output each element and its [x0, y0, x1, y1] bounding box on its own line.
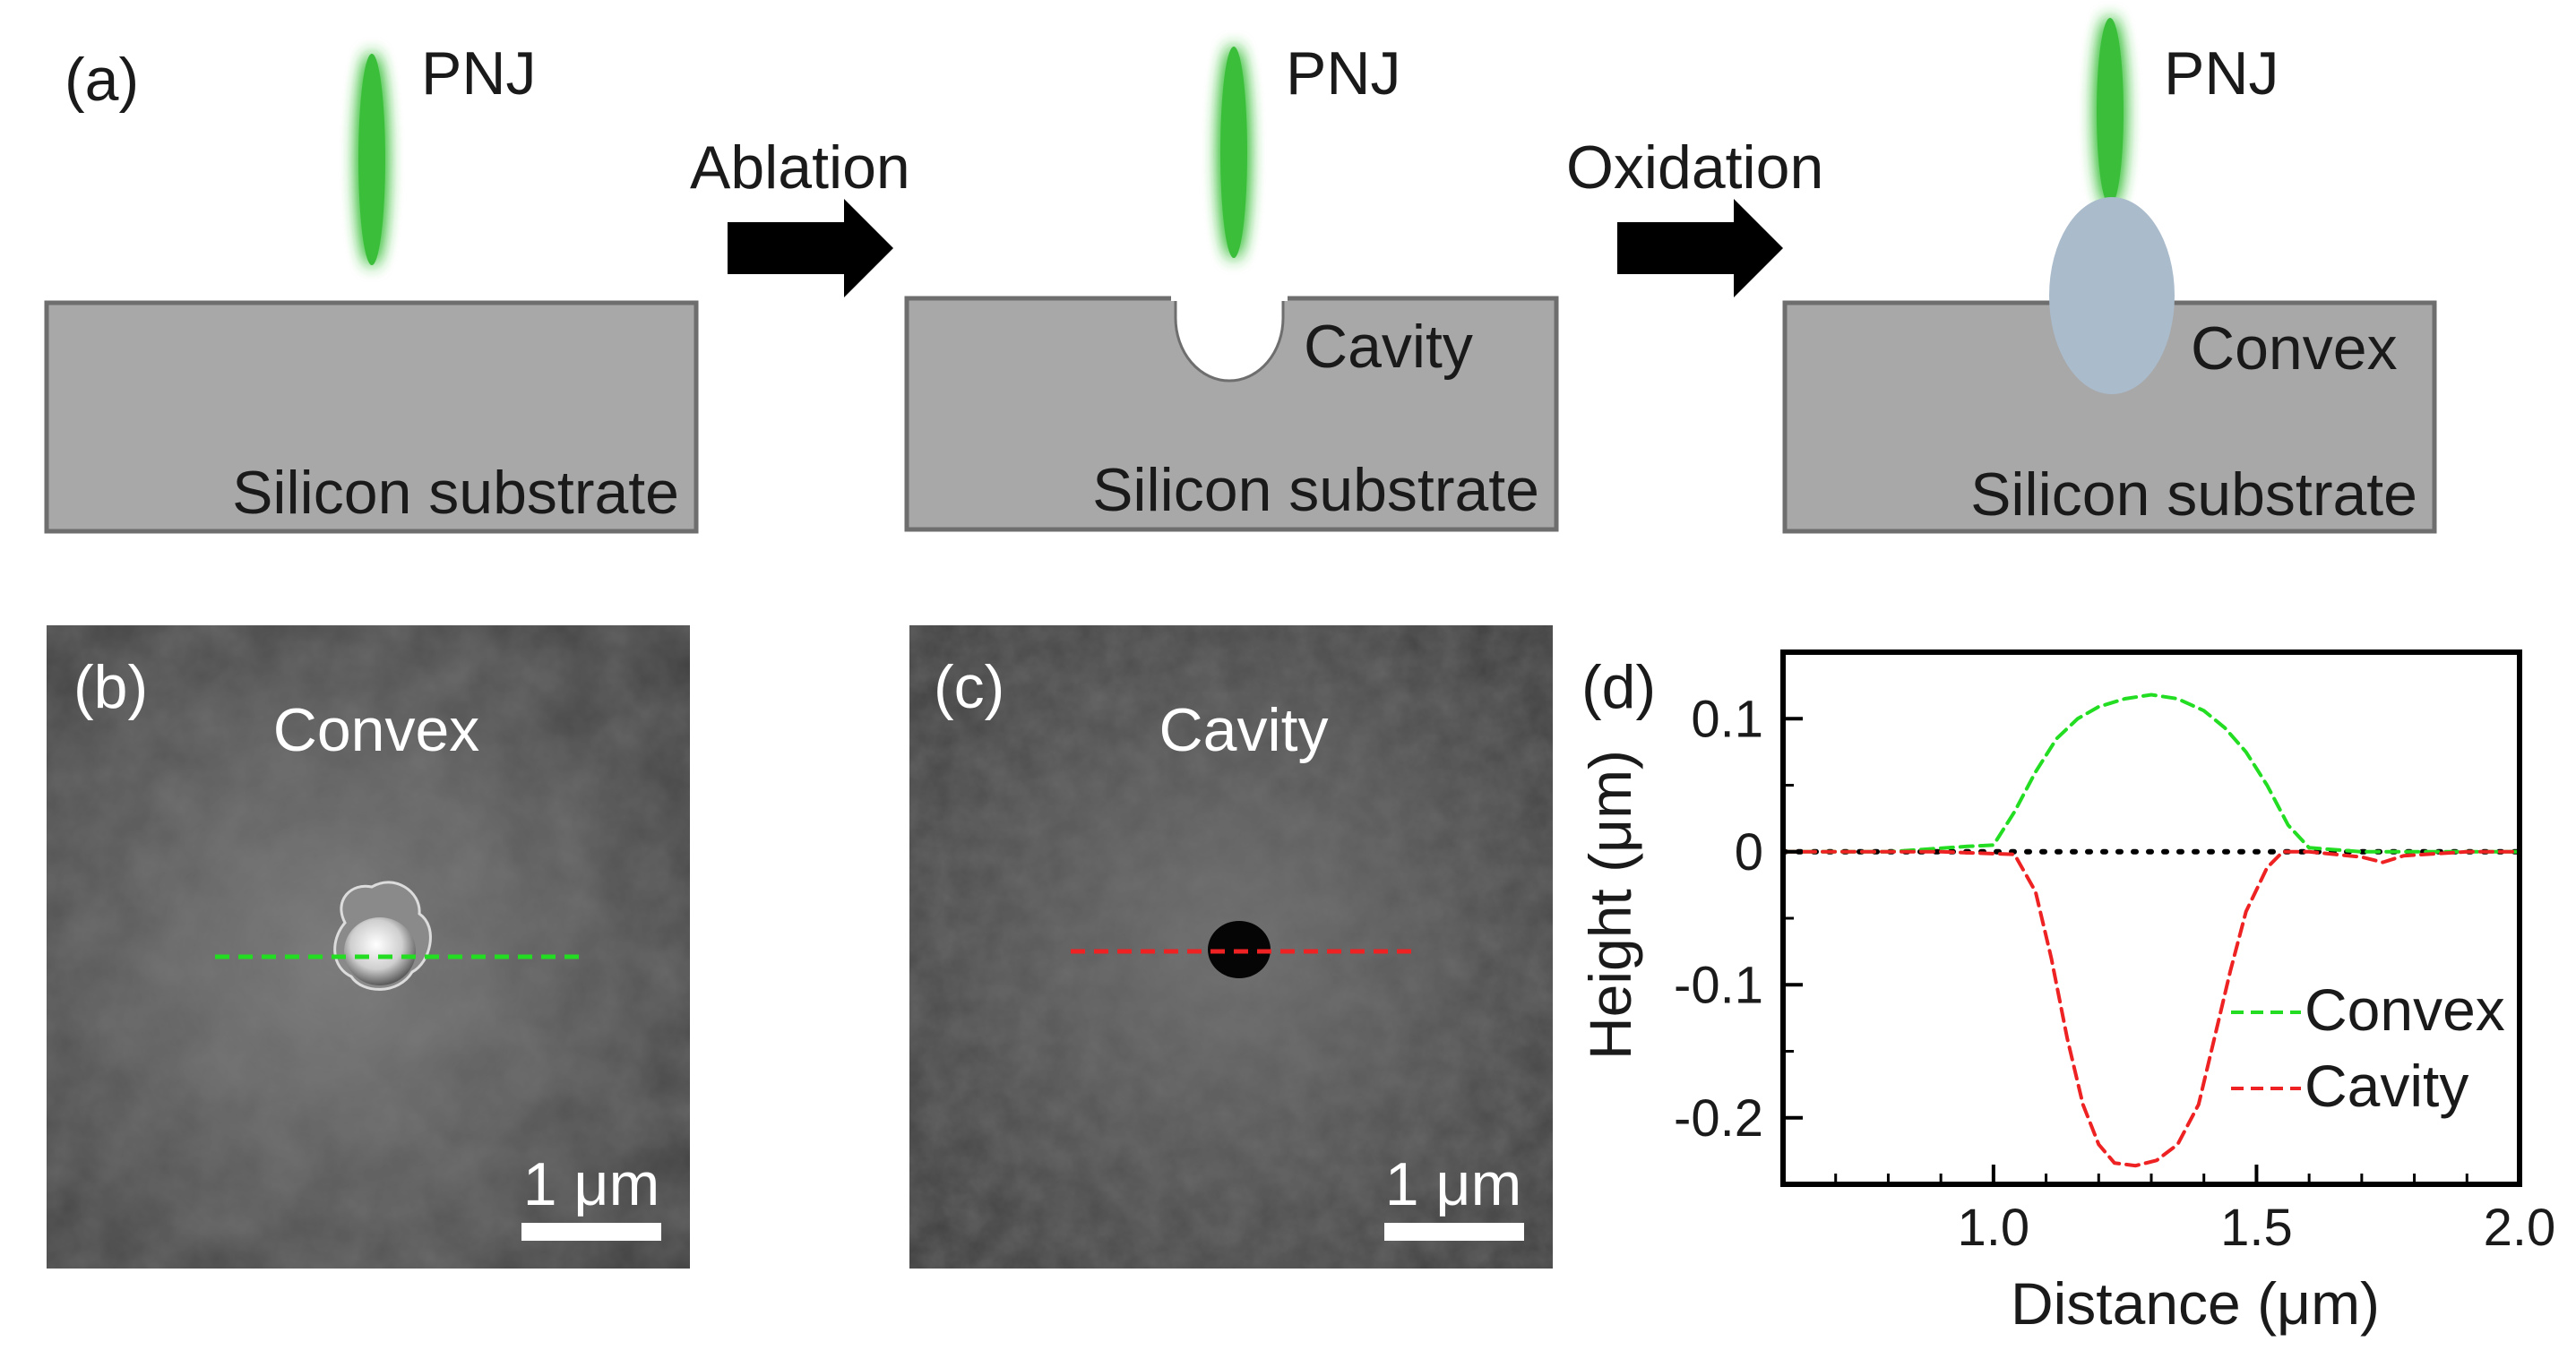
plot-series-group	[1780, 692, 2522, 1168]
cavity-opening	[1171, 294, 1288, 301]
x-tick-label: 2.0	[2484, 1199, 2556, 1257]
legend-label-cavity: Cavity	[2305, 1053, 2468, 1119]
y-tick-label: -0.2	[1674, 1089, 1763, 1148]
x-tick-label: 1.5	[2220, 1199, 2293, 1257]
substrate-label-2: Silicon substrate	[1092, 456, 1539, 524]
axis-ticks-group: 1.0 1.5 2.0 -0.2 -0.1 0 0.1	[1674, 690, 2555, 1257]
oxide-convex-shape	[2049, 197, 2175, 394]
pnj-label-3: PNJ	[2164, 39, 2279, 108]
panel-label-b: (b)	[73, 653, 148, 721]
scale-bar-label-c: 1 μm	[1385, 1150, 1522, 1218]
image-title-convex: Convex	[273, 696, 480, 764]
pnj-beam-2	[1220, 47, 1247, 258]
x-tick-label: 1.0	[1958, 1199, 2030, 1257]
pnj-beam-3	[2097, 18, 2124, 206]
convex-series-line	[1781, 692, 2521, 854]
substrate-label-3: Silicon substrate	[1970, 460, 2417, 529]
panel-label-c: (c)	[934, 653, 1004, 721]
legend-label-convex: Convex	[2305, 976, 2505, 1043]
scale-bar-label-b: 1 μm	[523, 1150, 660, 1218]
schematic-panel: (a) PNJ Silicon substrate Ablation PNJ C…	[44, 18, 2437, 534]
y-tick-label: 0.1	[1691, 690, 1763, 748]
microscope-image-cavity: (c) Cavity 1 μm	[909, 625, 1553, 1269]
pnj-label-1: PNJ	[421, 39, 536, 108]
plot-frame	[1780, 649, 2522, 1187]
convex-label-schematic: Convex	[2191, 314, 2398, 383]
cavity-series-line	[1781, 849, 2521, 1168]
y-tick-label: -0.1	[1674, 956, 1763, 1014]
arrow-icon-ablation	[728, 199, 893, 297]
microscope-image-convex: (b) Convex 1 μm	[47, 625, 690, 1269]
cavity-shape	[1174, 297, 1285, 383]
panel-label-a: (a)	[65, 46, 139, 114]
substrate-block-1	[44, 300, 699, 534]
scale-bar-c	[1384, 1223, 1524, 1241]
arrow-icon-oxidation	[1617, 199, 1783, 297]
panel-label-d: (d)	[1581, 653, 1656, 721]
y-tick-label: 0	[1735, 823, 1763, 882]
substrate-label-1: Silicon substrate	[232, 459, 679, 527]
x-axis-label: Distance (μm)	[2011, 1270, 2380, 1337]
pnj-label-2: PNJ	[1286, 39, 1400, 108]
pnj-beam-1	[358, 54, 385, 265]
step-label-ablation: Ablation	[690, 133, 910, 202]
convex-bump-center	[344, 917, 416, 985]
y-axis-label: Height (μm)	[1577, 750, 1643, 1060]
step-label-oxidation: Oxidation	[1566, 133, 1823, 202]
cavity-label-schematic: Cavity	[1304, 313, 1473, 381]
image-title-cavity: Cavity	[1159, 696, 1329, 764]
scale-bar-b	[521, 1223, 661, 1241]
